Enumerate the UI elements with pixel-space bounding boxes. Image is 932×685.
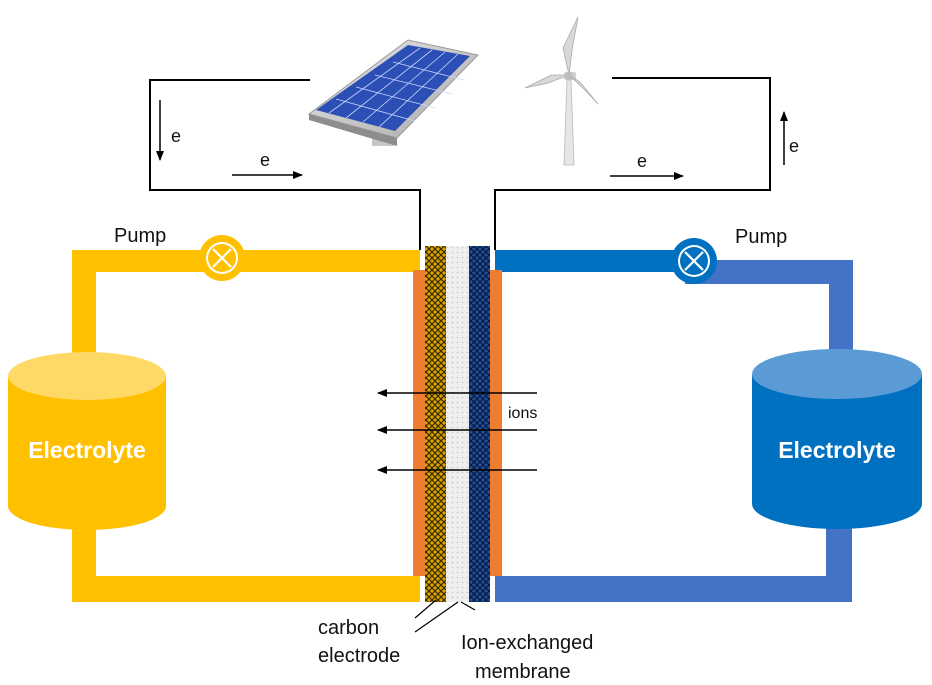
- electron-label-right-right: e: [637, 151, 647, 171]
- right-tank-label: Electrolyte: [778, 437, 896, 463]
- left-pipe-top: [72, 250, 420, 272]
- solar-panel-icon: [307, 39, 479, 146]
- left-pipe-down: [72, 250, 96, 368]
- right-electrolyte-loop: [495, 250, 853, 602]
- ions-label: ions: [508, 405, 537, 422]
- right-electrolyte-tank: Electrolyte: [752, 349, 922, 529]
- carbon-electrode-label-line1: carbon: [318, 617, 379, 639]
- left-electrolyte-loop: [72, 250, 420, 602]
- left-current-collector: [413, 270, 425, 576]
- membrane-label-line1: Ion-exchanged: [461, 632, 593, 654]
- right-pipe-bottom: [495, 576, 852, 602]
- electron-arrows: [156, 100, 788, 180]
- electron-label-right-up: e: [789, 136, 799, 156]
- ion-arrows: [377, 389, 537, 474]
- cell-stack: [413, 246, 502, 602]
- external-circuit-wires: [149, 77, 771, 250]
- electron-label-left-down: e: [171, 126, 181, 146]
- pump-valve-icon: [199, 235, 245, 281]
- left-carbon-electrode: [425, 246, 446, 602]
- left-pump-label: Pump: [114, 225, 166, 247]
- callout-lines: [414, 599, 476, 633]
- wind-turbine-icon: [480, 5, 612, 175]
- left-electrolyte-tank: Electrolyte: [8, 352, 166, 530]
- electron-label-left-right: e: [260, 150, 270, 170]
- right-pump-label: Pump: [735, 226, 787, 248]
- pump-valve-icon: [671, 238, 717, 284]
- left-tank-label: Electrolyte: [28, 437, 146, 463]
- ion-exchange-membrane: [446, 246, 469, 602]
- left-wire: [149, 79, 421, 250]
- right-carbon-electrode: [469, 246, 490, 602]
- carbon-electrode-label-line2: electrode: [318, 645, 400, 667]
- right-pipe-top-dark: [495, 250, 685, 272]
- right-current-collector: [490, 270, 502, 576]
- right-wire: [494, 77, 771, 250]
- membrane-label-line2: membrane: [475, 661, 571, 683]
- left-pipe-bottom: [72, 576, 420, 602]
